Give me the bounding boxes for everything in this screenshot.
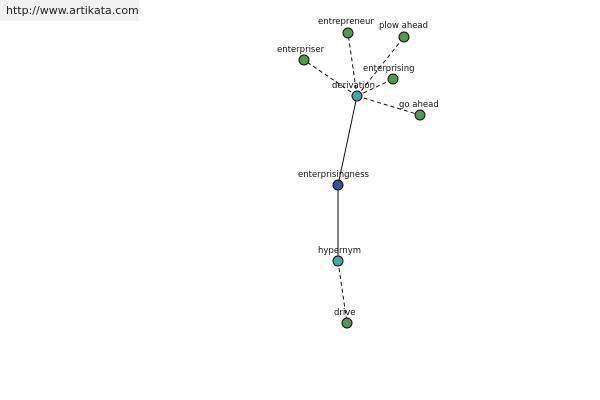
node-label-plow-ahead[interactable]: plow ahead [379, 21, 428, 31]
node-go-ahead[interactable] [414, 109, 426, 121]
edge-derivation-enterpriser [303, 59, 358, 97]
node-label-derivation[interactable]: derivation [332, 81, 375, 91]
edge-derivation-entrepreneur [347, 32, 358, 97]
edge-hypernym-drive [337, 260, 348, 324]
node-plow-ahead[interactable] [398, 31, 410, 43]
node-derivation[interactable] [351, 90, 363, 102]
node-entrepreneur[interactable] [342, 27, 354, 39]
node-enterpriser[interactable] [298, 54, 310, 66]
node-label-go-ahead[interactable]: go ahead [399, 100, 439, 110]
edge-enterprisingness-derivation [337, 95, 358, 186]
node-label-enterprisingness[interactable]: enterprisingness [298, 170, 370, 180]
edges-layer [303, 32, 421, 324]
node-label-enterpriser[interactable]: enterpriser [277, 45, 325, 55]
nodes-layer [298, 27, 426, 329]
node-enterprising[interactable] [387, 73, 399, 85]
site-url[interactable]: http://www.artikata.com [0, 0, 139, 21]
edge-derivation-go-ahead [356, 95, 421, 116]
node-label-entrepreneur[interactable]: entrepreneur [318, 17, 374, 27]
node-label-hypernym[interactable]: hypernym [318, 246, 361, 256]
labels-layer: entrepreneur plow ahead enterpriser enterpr… [277, 17, 439, 318]
node-enterprisingness[interactable] [332, 179, 344, 191]
node-label-enterprising[interactable]: enterprising [363, 64, 415, 74]
node-drive[interactable] [341, 317, 353, 329]
node-label-drive[interactable]: drive [334, 308, 356, 318]
edge-derivation-plow-ahead [356, 36, 405, 97]
node-hypernym[interactable] [332, 255, 344, 267]
